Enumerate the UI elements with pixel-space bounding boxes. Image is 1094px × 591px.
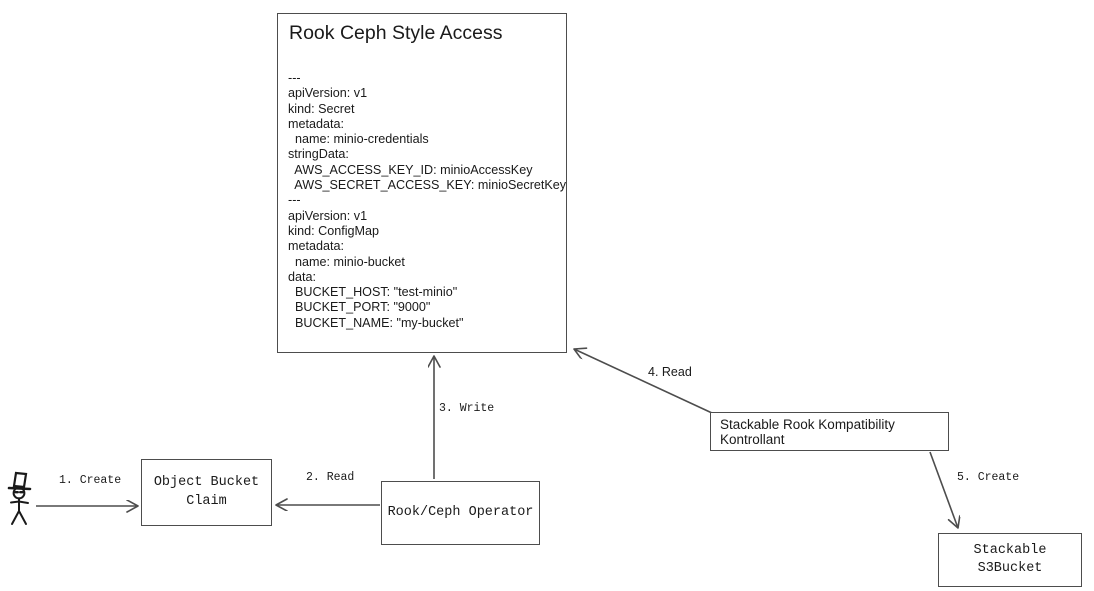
node-stackable-s3bucket[interactable]: Stackable S3Bucket — [938, 533, 1082, 587]
edge-kontrollant-create — [929, 451, 958, 528]
edge-label-5-create: 5. Create — [957, 471, 1020, 484]
node-rook-ceph-operator[interactable]: Rook/Ceph Operator — [381, 481, 540, 545]
yaml-card-title: Rook Ceph Style Access — [289, 22, 503, 44]
node-object-bucket-claim[interactable]: Object Bucket Claim — [141, 459, 272, 526]
yaml-card-body: --- apiVersion: v1 kind: Secret metadata… — [288, 71, 567, 330]
user-stick-figure — [7, 471, 32, 525]
node-stackable-rook-kompatibility-kontrollant[interactable]: Stackable Rook Kompatibility Kontrollant — [710, 412, 949, 451]
edge-label-1-create: 1. Create — [59, 474, 122, 487]
rook-ceph-style-access-card: Rook Ceph Style Access --- apiVersion: v… — [277, 13, 567, 353]
edge-kontrollant-read — [574, 349, 713, 414]
edge-label-4-read: 4. Read — [648, 365, 692, 379]
edge-label-3-write: 3. Write — [439, 402, 495, 415]
edge-label-2-read: 2. Read — [306, 471, 355, 484]
